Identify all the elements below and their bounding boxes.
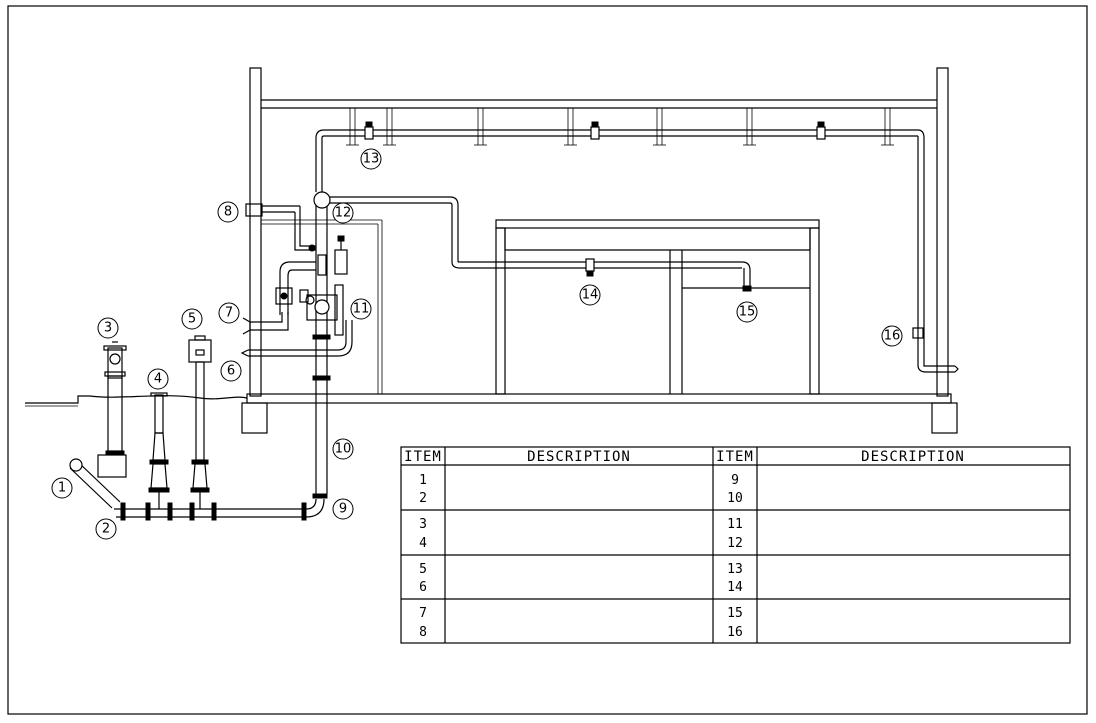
item-number: 13 <box>727 562 743 577</box>
item-number: 15 <box>727 606 743 621</box>
post-indicator-valve-3 <box>97 341 127 478</box>
svg-text:4: 4 <box>154 372 162 387</box>
item-number: 9 <box>731 473 739 488</box>
item-number: 14 <box>727 580 743 595</box>
drain-16 <box>912 138 959 373</box>
legend-table: ITEM DESCRIPTION ITEM DESCRIPTION 1 2 3 … <box>400 446 1071 644</box>
header-description-left: DESCRIPTION <box>527 449 631 465</box>
callout-2: 2 <box>95 518 117 540</box>
ground-line <box>25 395 248 407</box>
svg-text:11: 11 <box>353 302 370 317</box>
svg-text:12: 12 <box>335 206 352 221</box>
callout-6: 6 <box>220 360 242 382</box>
svg-text:16: 16 <box>884 329 901 344</box>
callout-13: 13 <box>360 148 382 170</box>
item-number: 8 <box>419 625 427 640</box>
item-number: 16 <box>727 625 743 640</box>
callout-8: 8 <box>217 201 239 223</box>
callout-12: 12 <box>332 202 354 224</box>
drawing-border <box>7 5 1088 715</box>
post-indicator-valve-5 <box>188 335 212 509</box>
item-number: 1 <box>419 473 427 488</box>
item-number: 5 <box>419 562 427 577</box>
callout-14: 14 <box>579 284 601 306</box>
item-number: 3 <box>419 517 427 532</box>
fdc-7 <box>242 312 289 335</box>
header-item-right: ITEM <box>716 449 754 465</box>
callout-7: 7 <box>218 302 240 324</box>
header-description-right: DESCRIPTION <box>861 449 965 465</box>
svg-text:2: 2 <box>102 522 110 537</box>
callout-15: 15 <box>736 301 758 323</box>
item-number: 7 <box>419 606 427 621</box>
underground-piping <box>69 458 328 521</box>
building-frame <box>241 67 958 434</box>
svg-text:14: 14 <box>582 288 599 303</box>
underground-valve-4 <box>148 392 170 509</box>
callout-9: 9 <box>332 498 354 520</box>
ceiling-branch-13 <box>315 121 925 192</box>
main-riser-10 <box>275 191 348 494</box>
svg-text:9: 9 <box>339 502 347 517</box>
pipe-branch-6 <box>240 320 353 357</box>
svg-text:8: 8 <box>224 205 232 220</box>
svg-text:3: 3 <box>104 321 112 336</box>
item-number: 10 <box>727 491 743 506</box>
alarm-device-8 <box>245 203 316 252</box>
header-item-left: ITEM <box>404 449 442 465</box>
callout-1: 1 <box>51 477 73 499</box>
item-number: 12 <box>727 536 743 551</box>
svg-text:6: 6 <box>227 364 235 379</box>
callout-11: 11 <box>350 298 372 320</box>
svg-text:10: 10 <box>335 442 352 457</box>
callout-16: 16 <box>881 325 903 347</box>
item-number: 11 <box>727 517 743 532</box>
callout-10: 10 <box>332 438 354 460</box>
callout-4: 4 <box>147 368 169 390</box>
svg-text:13: 13 <box>363 152 380 167</box>
svg-text:5: 5 <box>188 312 196 327</box>
callout-5: 5 <box>181 308 203 330</box>
item-number: 4 <box>419 536 427 551</box>
svg-text:15: 15 <box>739 305 756 320</box>
item-number: 2 <box>419 491 427 506</box>
item-number: 6 <box>419 580 427 595</box>
branch-line-12 <box>330 196 752 292</box>
callout-3: 3 <box>97 317 119 339</box>
svg-text:1: 1 <box>58 481 66 496</box>
svg-text:7: 7 <box>225 306 233 321</box>
